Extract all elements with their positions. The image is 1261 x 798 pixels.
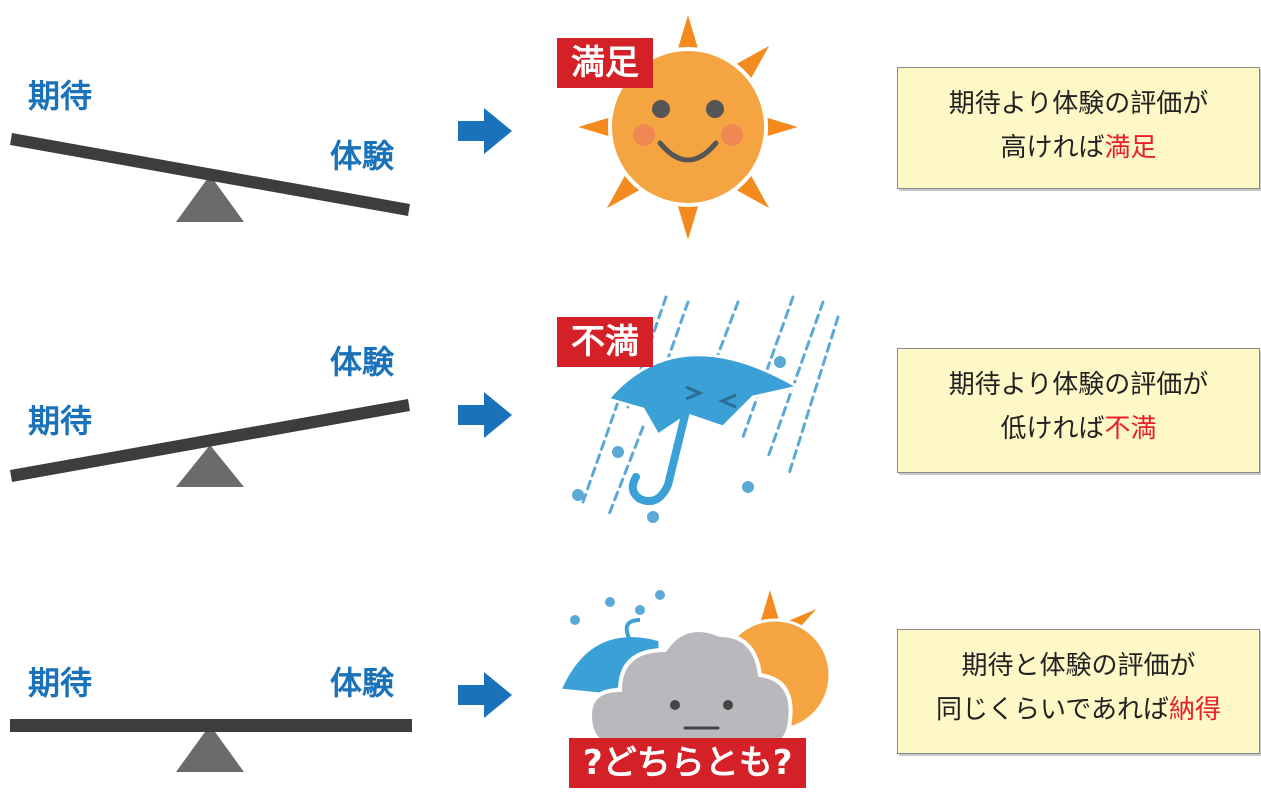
status-tag-satisfied: 満足 — [557, 38, 653, 88]
explanation-box-convinced: 期待と体験の評価が 同じくらいであれば納得 — [897, 629, 1260, 754]
status-tag-either: ?どちらとも? — [569, 738, 807, 788]
explanation-line-2-text: 同じくらいであれば — [936, 695, 1169, 725]
explanation-line-1: 期待と体験の評価が — [961, 651, 1196, 681]
label-experience: 体験 — [330, 343, 395, 381]
seesaw-beam — [10, 133, 410, 216]
seesaw-beam — [10, 399, 410, 482]
row-convinced: 期待 体験 ?どちらとも? 期待と体験の評価が 同じくらいであれば納得 — [0, 545, 1261, 795]
label-experience: 体験 — [330, 137, 395, 175]
label-expectation: 期待 — [28, 402, 93, 440]
row-satisfied: 期待 体験 満足 期待より体験の評価が 高ければ満足 — [0, 0, 1261, 250]
right-arrow-icon — [458, 392, 512, 438]
explanation-line-2: 同じくらいであれば納得 — [898, 688, 1259, 732]
fulcrum-triangle — [176, 175, 244, 222]
explanation-line-1: 期待より体験の評価が — [948, 89, 1209, 119]
status-tag-dissatisfied: 不満 — [557, 317, 653, 367]
seesaw-tilted-down-right — [10, 133, 410, 222]
fulcrum-triangle — [176, 445, 244, 487]
seesaw-beam — [10, 719, 412, 732]
explanation-line-1: 期待より体験の評価が — [948, 370, 1209, 400]
explanation-accent-convinced: 納得 — [1168, 695, 1221, 725]
explanation-line-2-text: 低ければ — [1000, 414, 1105, 444]
right-arrow-icon — [458, 108, 512, 154]
label-experience: 体験 — [330, 664, 395, 702]
label-expectation: 期待 — [28, 664, 93, 702]
explanation-accent-satisfied: 満足 — [1104, 133, 1157, 163]
label-expectation: 期待 — [28, 77, 93, 115]
explanation-line-2-text: 高ければ — [1000, 133, 1105, 163]
right-arrow-icon — [458, 672, 512, 718]
fulcrum-triangle — [176, 725, 244, 772]
explanation-box-dissatisfied: 期待より体験の評価が 低ければ不満 — [897, 348, 1260, 473]
row-dissatisfied: 期待 体験 不満 期待より体験の評価が 低ければ不満 — [0, 262, 1261, 523]
umbrella-rain-icon — [572, 295, 840, 523]
seesaw-balanced — [10, 719, 412, 772]
explanation-line-2: 高ければ満足 — [898, 126, 1259, 170]
explanation-box-satisfied: 期待より体験の評価が 高ければ満足 — [897, 67, 1260, 189]
seesaw-tilted-down-left — [10, 399, 410, 487]
explanation-accent-dissatisfied: 不満 — [1104, 414, 1157, 444]
explanation-line-2: 低ければ不満 — [898, 407, 1259, 451]
cloud-umbrella-sun-icon — [557, 580, 840, 753]
